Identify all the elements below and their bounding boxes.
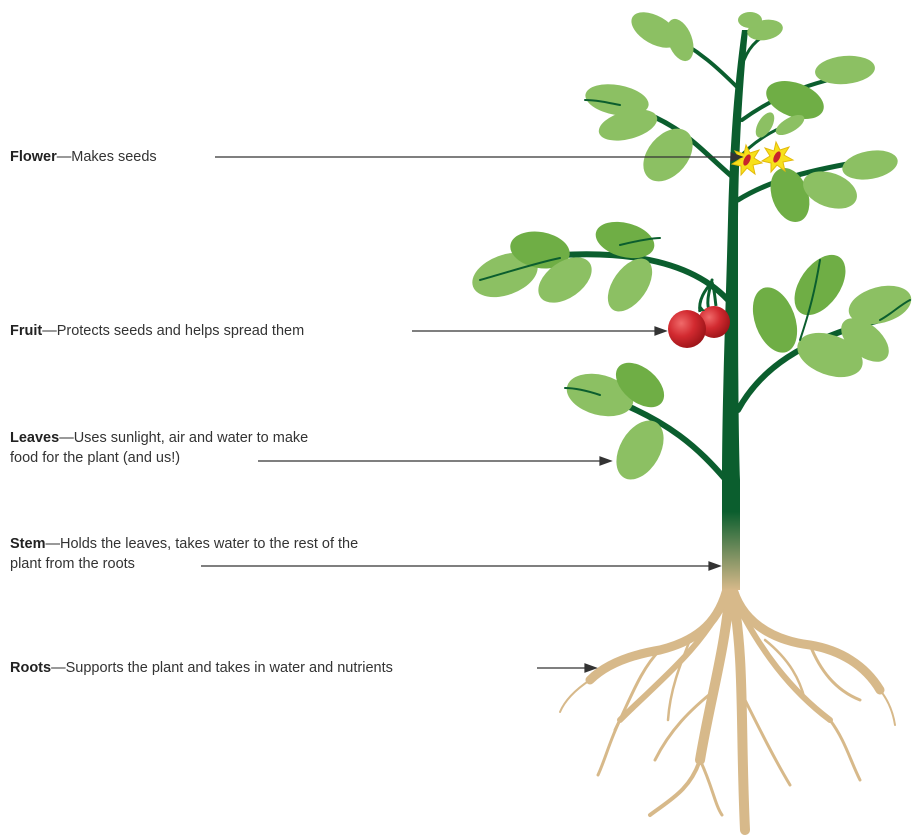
flower-description: Makes seeds: [71, 149, 156, 165]
stem-name: Stem: [10, 536, 45, 552]
leaves-label: Leaves—Uses sunlight, air and water to m…: [10, 428, 308, 468]
flower-label: Flower—Makes seeds: [10, 147, 157, 167]
leaves-label-line-1: Leaves—Uses sunlight, air and water to m…: [10, 428, 308, 448]
stem-drawing: [722, 30, 748, 590]
leaves-pointer-arrow: [600, 457, 611, 465]
stem-description: Holds the leaves, takes water to the res…: [60, 536, 358, 552]
leaves-name: Leaves: [10, 430, 59, 446]
leaves-description: Uses sunlight, air and water to make: [74, 430, 309, 446]
stem-label-line-1: Stem—Holds the leaves, takes water to th…: [10, 534, 358, 554]
flower-name: Flower: [10, 149, 57, 165]
fruit-name: Fruit: [10, 323, 42, 339]
leaves-drawing: [466, 5, 914, 488]
stem-pointer-arrow: [709, 562, 720, 570]
stem-label-line-2: plant from the roots: [10, 554, 358, 574]
roots-drawing: [560, 585, 895, 830]
fruit-label: Fruit—Protects seeds and helps spread th…: [10, 321, 304, 341]
roots-label: Roots—Supports the plant and takes in wa…: [10, 658, 393, 678]
leaves-label-line-2: food for the plant (and us!): [10, 448, 308, 468]
stem-label: Stem—Holds the leaves, takes water to th…: [10, 534, 358, 574]
fruit-description: Protects seeds and helps spread them: [57, 323, 304, 339]
roots-description: Supports the plant and takes in water an…: [66, 660, 393, 676]
fruit-pointer-arrow: [655, 327, 666, 335]
flower-drawing: [732, 142, 793, 175]
pointer-lines: [201, 153, 742, 672]
roots-name: Roots: [10, 660, 51, 676]
